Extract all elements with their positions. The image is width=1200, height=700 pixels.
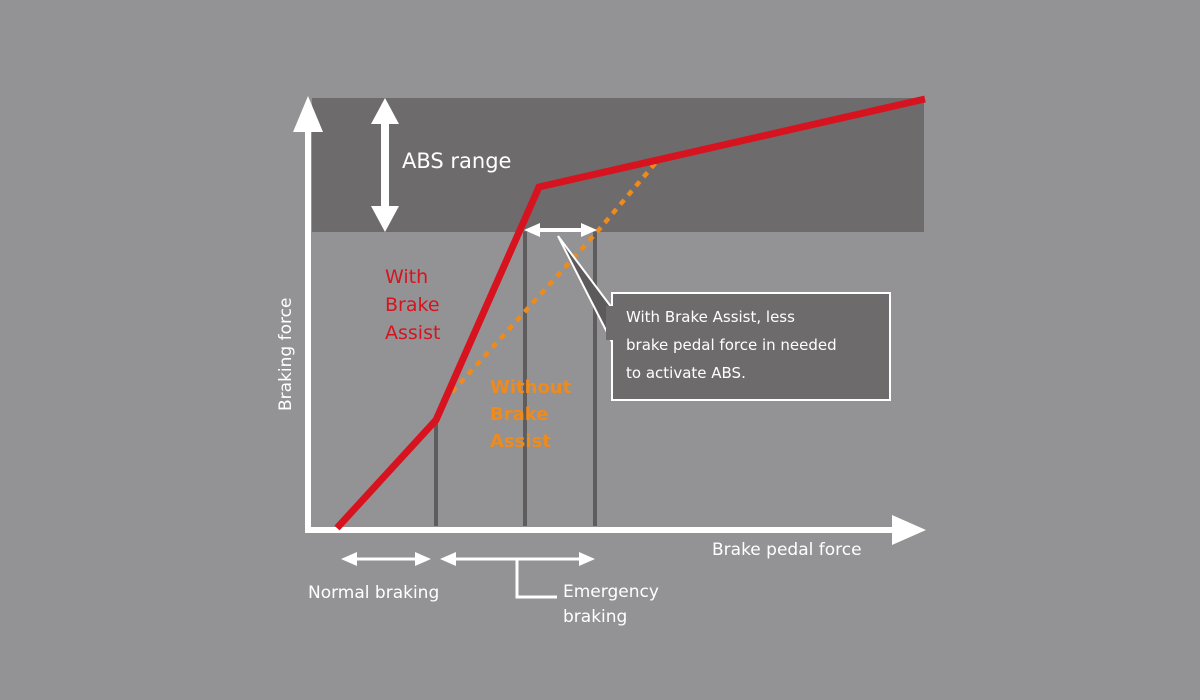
pedal-force-difference-arrow	[524, 223, 597, 237]
without-label-line-1: Without	[490, 377, 572, 398]
callout-line-3: to activate ABS.	[626, 364, 746, 382]
callout-pointer	[557, 235, 613, 343]
normal-braking-range-arrow	[341, 552, 431, 566]
abs-range-label: ABS range	[402, 149, 511, 173]
y-axis	[293, 96, 323, 530]
with-label-line-3: Assist	[385, 322, 440, 344]
without-brake-assist-label: Without Brake Assist	[490, 377, 578, 452]
callout-line-2: brake pedal force in needed	[626, 336, 837, 354]
without-brake-assist-line	[450, 158, 660, 394]
with-label-line-1: With	[385, 266, 428, 288]
without-label-line-3: Assist	[490, 431, 551, 452]
callout-text: With Brake Assist, less brake pedal forc…	[626, 308, 841, 382]
y-axis-label: Braking force	[276, 298, 296, 411]
abs-range-arrow	[371, 98, 399, 232]
callout-box	[611, 292, 891, 401]
callout-line-1: With Brake Assist, less	[626, 308, 795, 326]
with-label-line-2: Brake	[385, 294, 440, 316]
with-brake-assist-line	[334, 95, 926, 531]
emergency-label-line-2: braking	[563, 607, 627, 627]
emergency-braking-label: Emergency braking	[563, 582, 664, 627]
emergency-label-line-1: Emergency	[563, 582, 659, 602]
x-axis	[305, 515, 926, 545]
x-axis-label: Brake pedal force	[712, 540, 862, 560]
without-label-line-2: Brake	[490, 404, 548, 425]
emergency-braking-range-arrow	[440, 552, 595, 599]
normal-braking-label: Normal braking	[308, 583, 439, 603]
with-brake-assist-label: With Brake Assist	[385, 266, 446, 344]
